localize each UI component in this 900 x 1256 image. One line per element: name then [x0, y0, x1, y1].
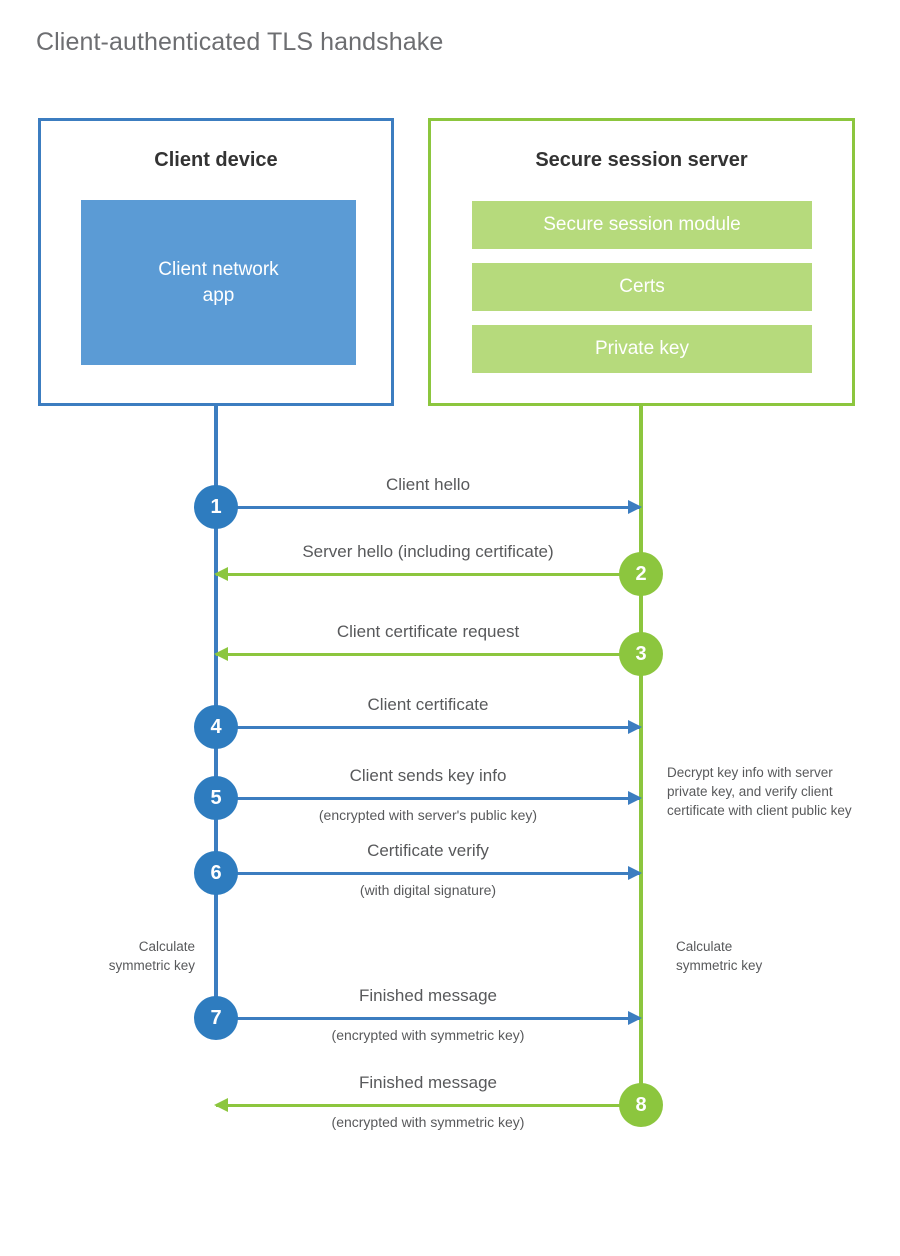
- message-label-1: Client hello: [385, 475, 471, 494]
- server-component-private-key: Private key: [472, 325, 812, 373]
- message-arrow-line-1: [216, 506, 640, 509]
- step-number-badge-5: 5: [194, 776, 238, 820]
- arrow-head-icon-6: [628, 866, 642, 880]
- arrow-head-icon-5: [628, 791, 642, 805]
- message-label-8: Finished message: [359, 1073, 497, 1092]
- message-arrow-line-3: [216, 653, 640, 656]
- secure-session-server-title: Secure session server: [535, 149, 748, 171]
- message-label-4: Client certificate: [367, 695, 489, 714]
- server-component-secure-session-module: Secure session module: [472, 201, 812, 249]
- arrow-head-icon-2: [214, 567, 228, 581]
- page-title: Client-authenticated TLS handshake: [36, 28, 444, 56]
- message-arrow-line-2: [216, 573, 640, 576]
- message-sublabel-5: (encrypted with server's public key): [318, 807, 538, 823]
- message-arrow-line-4: [216, 726, 640, 729]
- message-arrow-line-5: [216, 797, 640, 800]
- message-arrow-line-6: [216, 872, 640, 875]
- message-label-7: Finished message: [359, 986, 497, 1005]
- server-lifeline: [639, 406, 643, 1106]
- message-arrow-line-7: [216, 1017, 640, 1020]
- step-number-badge-2: 2: [619, 552, 663, 596]
- message-sublabel-7: (encrypted with symmetric key): [331, 1027, 525, 1043]
- server-component-certs: Certs: [472, 263, 812, 311]
- arrow-head-icon-7: [628, 1011, 642, 1025]
- step-number-badge-7: 7: [194, 996, 238, 1040]
- step-number-badge-6: 6: [194, 851, 238, 895]
- step-number-badge-4: 4: [194, 705, 238, 749]
- step-number-badge-8: 8: [619, 1083, 663, 1127]
- message-arrow-line-8: [216, 1104, 640, 1107]
- arrow-head-icon-8: [214, 1098, 228, 1112]
- message-label-6: Certificate verify: [367, 841, 489, 860]
- step-number-badge-3: 3: [619, 632, 663, 676]
- message-label-3: Client certificate request: [336, 622, 520, 641]
- arrow-head-icon-1: [628, 500, 642, 514]
- step-number-badge-1: 1: [194, 485, 238, 529]
- secure-session-server-box: Secure session server Secure session mod…: [428, 118, 855, 406]
- message-sublabel-8: (encrypted with symmetric key): [331, 1114, 525, 1130]
- message-label-5: Client sends key info: [349, 766, 507, 785]
- client-device-title: Client device: [154, 149, 278, 171]
- message-sublabel-6: (with digital signature): [359, 882, 497, 898]
- note-server-decrypt: Decrypt key info with server private key…: [667, 765, 852, 819]
- arrow-head-icon-3: [214, 647, 228, 661]
- arrow-head-icon-4: [628, 720, 642, 734]
- message-label-2: Server hello (including certificate): [302, 542, 554, 561]
